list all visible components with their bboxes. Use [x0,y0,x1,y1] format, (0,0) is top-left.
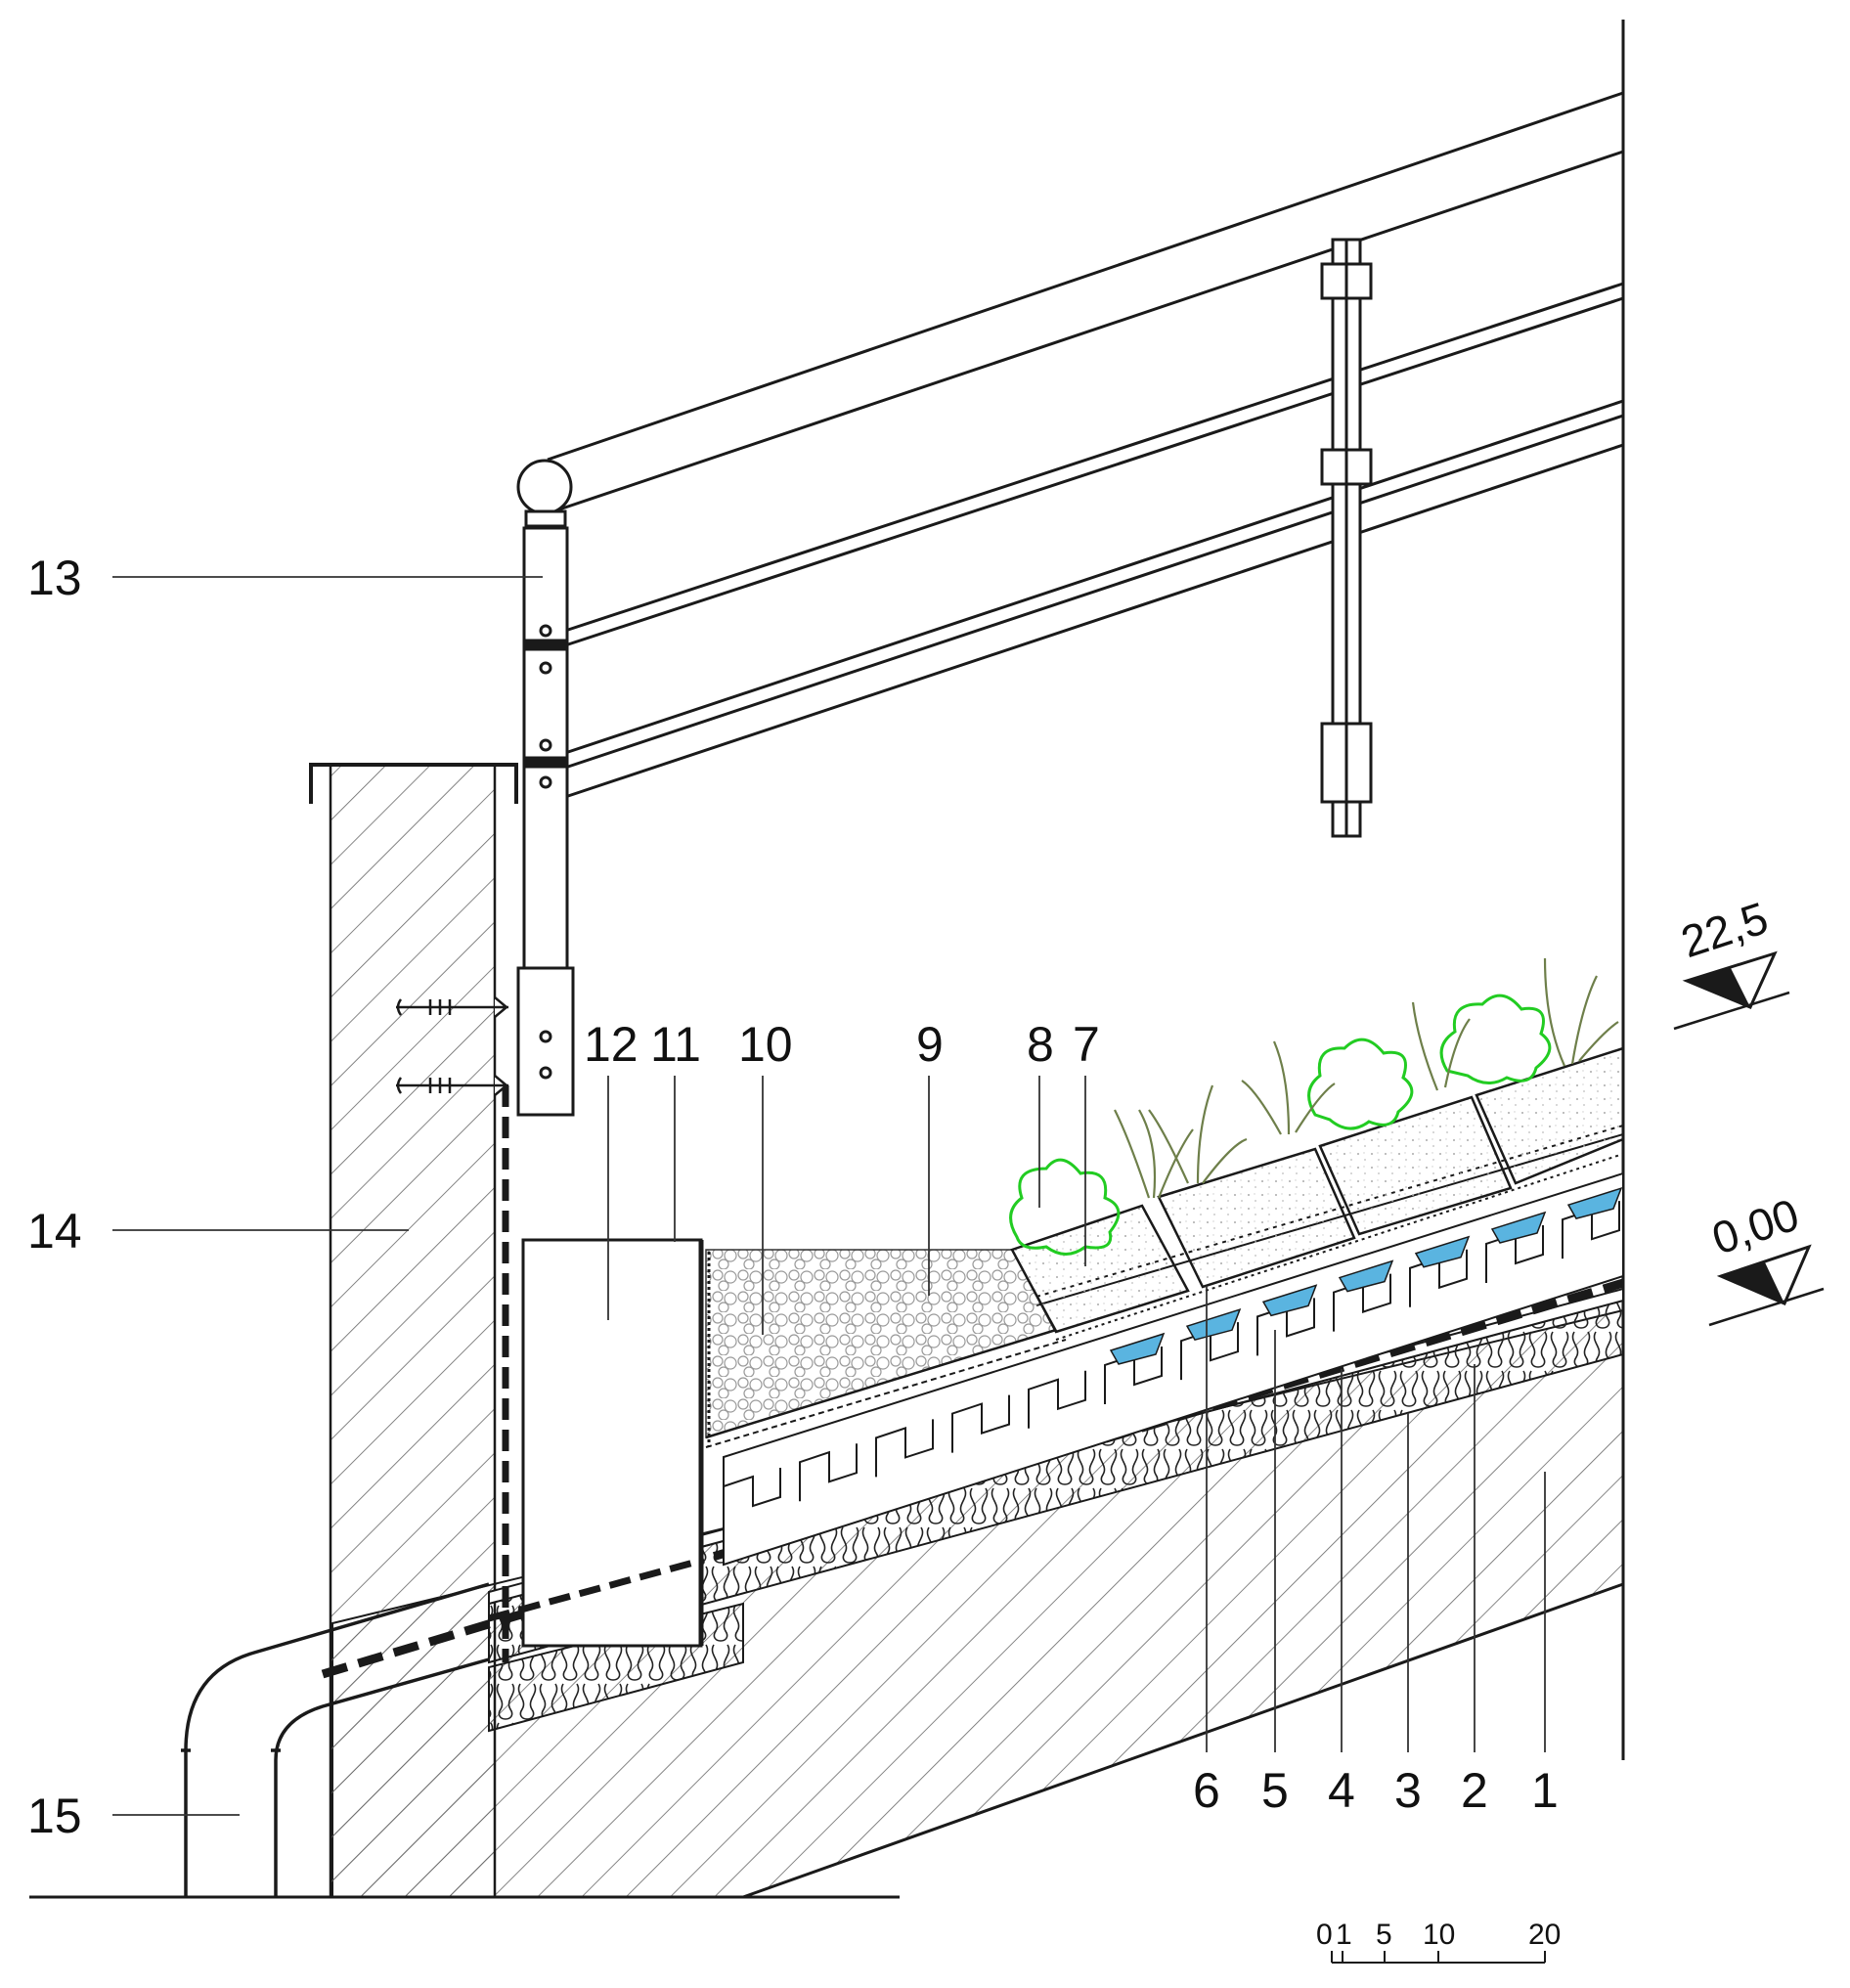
callout-10: 10 [738,1017,793,1072]
scale-tick-1: 1 [1336,1919,1352,1951]
drainage-cell [1028,1370,1086,1429]
drainage-cell [1104,1346,1163,1404]
inspection-box [521,1238,703,1648]
callout-13: 13 [27,551,82,605]
elevation-marker-lower: 0,00 [1706,1189,1825,1327]
water-pocket [1414,1235,1471,1268]
drainage-cell [1333,1273,1391,1332]
scale-tick-10: 10 [1423,1919,1455,1951]
callout-7: 7 [1073,1017,1100,1072]
drainage-cell [799,1443,858,1502]
scale-tick-0: 0 [1316,1919,1333,1951]
drainage-cells [723,1186,1623,1525]
elevation-marker-upper: 22,5 [1673,892,1790,1031]
water-pocket [1338,1259,1394,1293]
parapet-wall [329,763,497,1899]
callouts-top: 12 11 10 9 8 7 [584,1017,1100,1072]
drainage-cell [1562,1201,1620,1259]
callout-8: 8 [1027,1017,1054,1072]
anchor-bolts [396,996,508,1096]
callout-6: 6 [1193,1763,1220,1818]
scale-tick-5: 5 [1376,1919,1392,1951]
water-pocket [1261,1284,1318,1317]
callout-14: 14 [27,1204,82,1259]
water-pocket [1109,1332,1166,1365]
roof-layers [321,1125,1623,1679]
callout-4: 4 [1328,1763,1355,1818]
drainage-cell [723,1468,781,1525]
scale-tick-20: 20 [1528,1919,1561,1951]
drainage-cell [951,1394,1010,1453]
callout-15: 15 [27,1789,82,1843]
water-pocket [1185,1307,1242,1342]
callouts-bottom: 6 5 4 3 2 1 [1193,1763,1559,1818]
callout-5: 5 [1261,1763,1289,1818]
elevation-label-upper: 22,5 [1675,892,1774,967]
callout-3: 3 [1394,1763,1422,1818]
concrete-structure [29,763,1624,1899]
callout-12: 12 [584,1017,639,1072]
callout-1: 1 [1531,1763,1559,1818]
callout-9: 9 [916,1017,944,1072]
drain-pipe [181,1582,490,1897]
drainage-cell [875,1419,934,1478]
callouts-left: 13 14 15 [27,551,82,1843]
railing [516,91,1624,1117]
scale-bar: 0 1 5 10 20 [1316,1919,1561,1964]
water-pocket [1566,1186,1623,1220]
vegetation [1009,957,1619,1256]
planted-modules [1010,1046,1625,1341]
parapet-coping [309,763,518,804]
drainage-cell [1485,1224,1544,1283]
callout-2: 2 [1461,1763,1488,1818]
drainage-cell [1180,1322,1239,1381]
drainage-cell [1256,1298,1315,1356]
water-pocket [1490,1211,1547,1244]
callout-11: 11 [650,1017,701,1072]
leader-lines [112,576,1546,1816]
drainage-cell [1409,1249,1468,1307]
